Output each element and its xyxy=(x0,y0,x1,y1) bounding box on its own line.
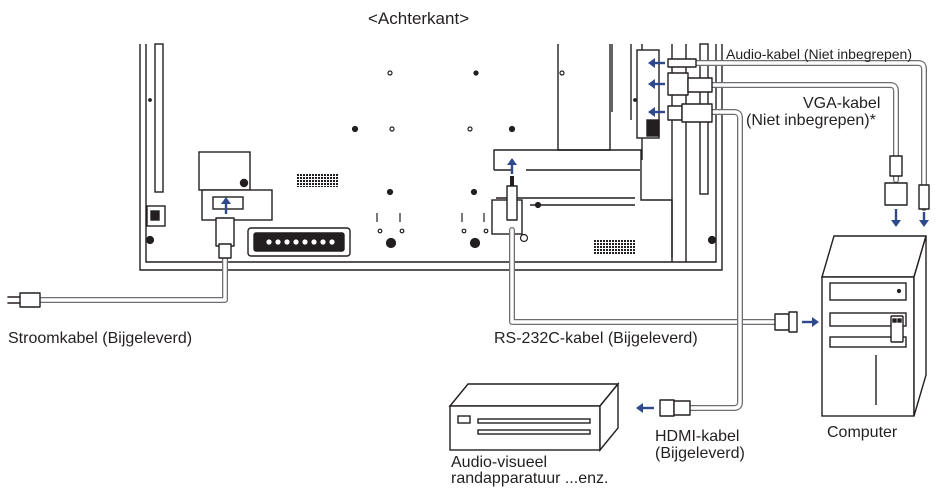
audio-cable-label: Audio-kabel (Niet inbegrepen) xyxy=(726,46,912,62)
arrow-rs232c-out xyxy=(802,317,819,327)
audio-cable xyxy=(667,58,930,211)
computer-tower xyxy=(821,235,927,417)
direction-arrows xyxy=(221,58,929,413)
arrow-audio-in xyxy=(648,58,665,68)
cables xyxy=(7,58,930,417)
arrow-vga-in xyxy=(648,79,665,89)
power-cable xyxy=(7,217,235,308)
arrow-vga-out xyxy=(891,209,901,227)
av-device-label-line2: randapparatuur ...enz. xyxy=(451,470,609,487)
rear-view-title: <Achterkant> xyxy=(368,9,470,28)
hdmi-cable-label-line1: HDMI-kabel xyxy=(655,428,740,445)
panel-screws xyxy=(145,70,717,249)
vga-cable xyxy=(667,72,908,206)
power-cable-label: Stroomkabel (Bijgeleverd) xyxy=(8,330,193,347)
arrow-power xyxy=(221,197,231,214)
vga-cable-label-line1: VGA-kabel xyxy=(803,95,881,112)
computer-label: Computer xyxy=(827,424,898,441)
hdmi-cable xyxy=(659,103,743,417)
av-device-label-line1: Audio-visueel xyxy=(451,454,548,471)
arrow-rs232c xyxy=(507,158,517,174)
rs232c-cable-label: RS-232C-kabel (Bijgeleverd) xyxy=(494,330,698,347)
av-device xyxy=(448,382,620,452)
arrow-hdmi-in xyxy=(648,107,665,117)
vga-cable-label-line2: (Niet inbegrepen)* xyxy=(746,112,876,129)
rs232c-cable xyxy=(506,176,798,333)
arrow-hdmi-out xyxy=(636,403,654,413)
hdmi-cable-label-line2: (Bijgeleverd) xyxy=(655,445,745,462)
arrow-audio-out xyxy=(919,212,929,227)
